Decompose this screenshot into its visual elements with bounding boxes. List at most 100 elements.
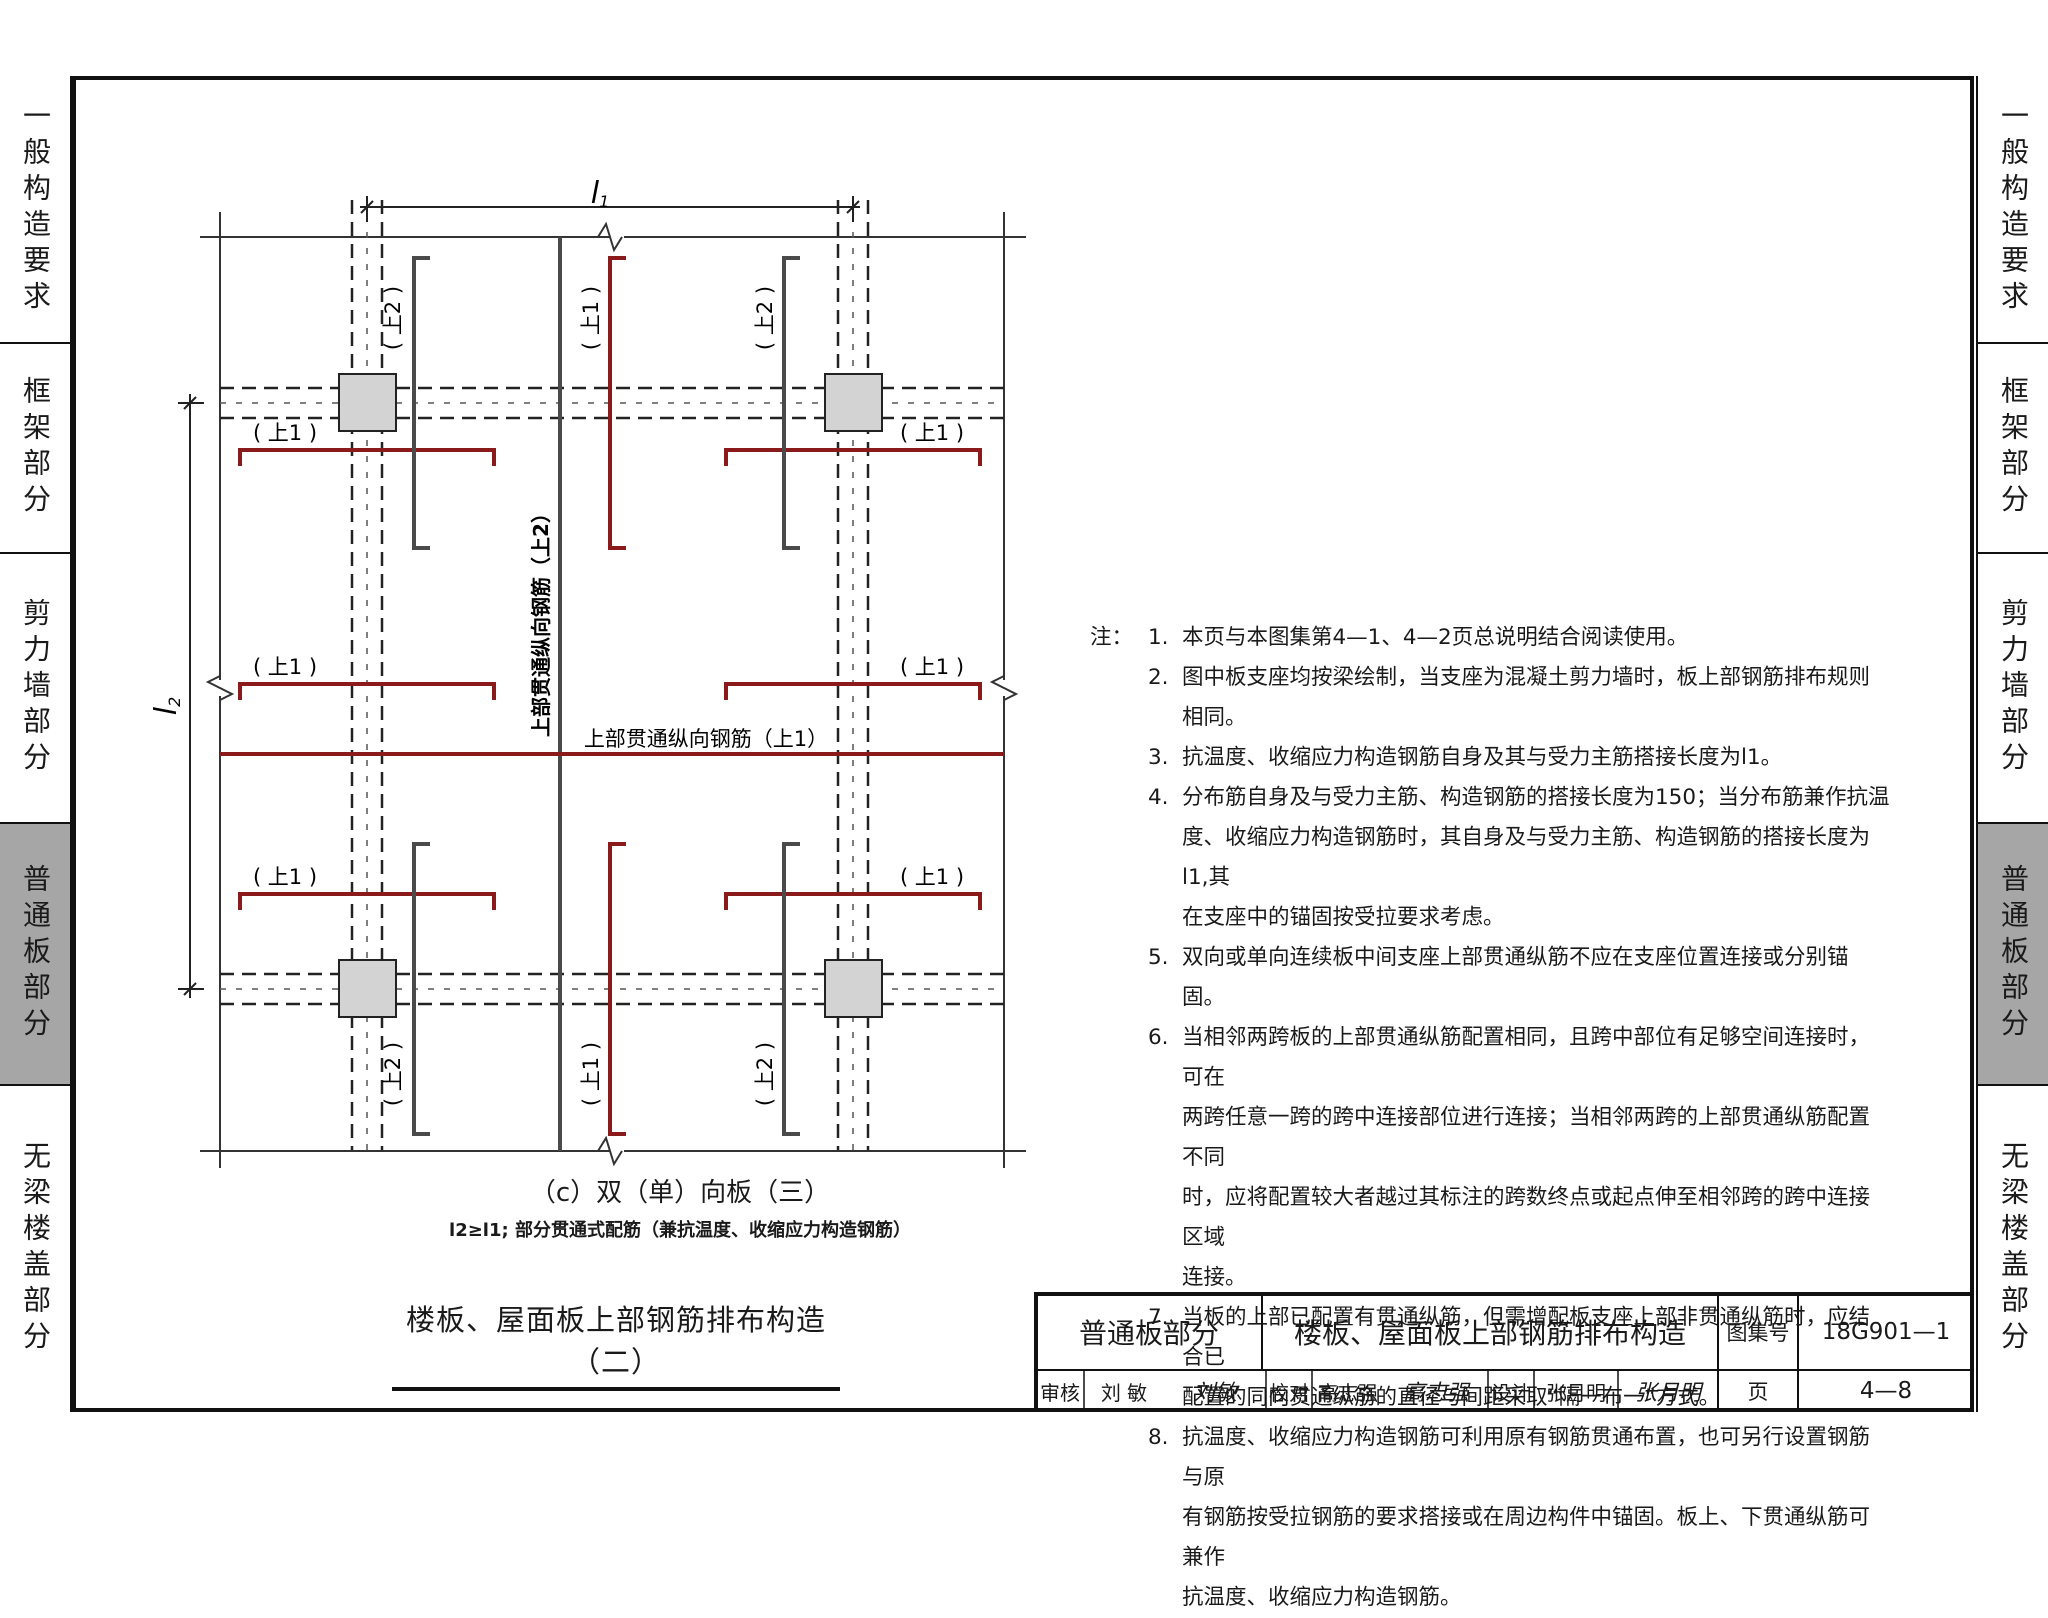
note-lead xyxy=(1090,938,1148,1018)
note-line: 5. 双向或单向连续板中间支座上部贯通纵筋不应在支座位置连接或分别锚固。 xyxy=(1090,938,1890,1018)
left-tab-flatslab[interactable]: 无梁楼盖部分 xyxy=(19,1141,52,1357)
note-lead xyxy=(1090,778,1148,818)
note-text: 连接。 xyxy=(1182,1265,1247,1290)
note-number xyxy=(1148,1578,1182,1618)
right-tab-shearwall[interactable]: 剪力墙部分 xyxy=(1978,554,2048,824)
figure-subcaption: l2≥l1; 部分贯通式配筋（兼抗温度、收缩应力构造钢筋） xyxy=(449,1220,911,1241)
note-line: 6. 当相邻两跨板的上部贯通纵筋配置相同，且跨中部位有足够空间连接时，可在 xyxy=(1090,1018,1890,1098)
note-text: 抗温度、收缩应力构造钢筋自身及其与受力主筋搭接长度为l1。 xyxy=(1182,745,1783,770)
note-line: 连接。 xyxy=(1090,1258,1890,1298)
tb-review-label: 审核 xyxy=(1040,1380,1080,1405)
note-lead xyxy=(1090,1178,1148,1258)
note-text: 抗温度、收缩应力构造钢筋。 xyxy=(1182,1585,1462,1610)
figure-caption: （c）双（单）向板（三） xyxy=(529,1178,831,1208)
svg-text:( 上1 ): ( 上1 ) xyxy=(253,421,317,445)
left-tab-frame[interactable]: 框架部分 xyxy=(0,344,70,554)
svg-text:( 上1 ): ( 上1 ) xyxy=(579,286,603,350)
note-number xyxy=(1148,1178,1182,1258)
tb-checker: 高志强 xyxy=(1318,1380,1378,1405)
svg-text:( 上2 ): ( 上2 ) xyxy=(381,286,405,350)
tb-designer: 张月明 xyxy=(1546,1380,1606,1405)
note-line: 抗温度、收缩应力构造钢筋。 xyxy=(1090,1578,1890,1618)
note-number xyxy=(1148,818,1182,898)
tb-atlas-label: 图集号 xyxy=(1726,1321,1790,1345)
dim-l1-label: l1 xyxy=(591,176,610,211)
right-tab-frame[interactable]: 框架部分 xyxy=(1978,344,2048,554)
svg-text:( 上1 ): ( 上1 ) xyxy=(900,421,964,445)
left-section-tabs: 一般构造要求 框架部分 剪力墙部分 普通板部分 无梁楼盖部分 xyxy=(0,76,72,1412)
notes-block: 注： 1. 本页与本图集第4—1、4—2页总说明结合阅读使用。 2.图中板支座均按梁绘… xyxy=(1090,618,1890,1618)
svg-text:( 上1 ): ( 上1 ) xyxy=(253,655,317,679)
slab-edges xyxy=(200,212,1026,1168)
note-lead: 注： xyxy=(1090,625,1134,650)
vertical-through-rebar-label: 上部贯通纵向钢筋（上2） xyxy=(529,503,553,737)
note-lead xyxy=(1090,1498,1148,1578)
note-text: 分布筋自身及与受力主筋、构造钢筋的搭接长度为150；当分布筋兼作抗温 xyxy=(1182,785,1890,810)
tb-reviewer-signature: 刘敏 xyxy=(1192,1381,1237,1406)
svg-text:( 上1 ): ( 上1 ) xyxy=(900,655,964,679)
dim-l2-label: l2 xyxy=(149,697,184,716)
rebar-layout-drawing: l1 l2 上部贯通纵向钢筋（上2） 上部贯通纵向钢筋（上1） ( 上1 ) (… xyxy=(149,176,1026,1168)
note-number xyxy=(1148,898,1182,938)
note-lead xyxy=(1090,1098,1148,1178)
note-text: 度、收缩应力构造钢筋时，其自身及与受力主筋、构造钢筋的搭接长度为l1,其 xyxy=(1182,825,1871,890)
note-number: 6. xyxy=(1148,1025,1169,1050)
note-line: 时，应将配置较大者越过其标注的跨数终点或起点伸至相邻跨的跨中连接区域 xyxy=(1090,1178,1890,1258)
left-tab-shearwall[interactable]: 剪力墙部分 xyxy=(0,554,70,824)
svg-text:( 上2 ): ( 上2 ) xyxy=(381,1042,405,1106)
note-number xyxy=(1148,1498,1182,1578)
note-text: 配置的同向贯通纵筋的直径与间距采取“隔一布一”方式。 xyxy=(1182,1385,1721,1410)
note-line: 4. 分布筋自身及与受力主筋、构造钢筋的搭接长度为150；当分布筋兼作抗温 xyxy=(1090,778,1890,818)
note-text: 抗温度、收缩应力构造钢筋可利用原有钢筋贯通布置，也可另行设置钢筋与原 xyxy=(1182,1425,1871,1490)
note-number: 1. xyxy=(1148,625,1169,650)
note-text: 在支座中的锚固按受拉要求考虑。 xyxy=(1182,905,1505,930)
note-line: 2.图中板支座均按梁绘制，当支座为混凝土剪力墙时，板上部钢筋排布规则相同。 xyxy=(1090,658,1890,738)
tb-atlas-number: 18G901—1 xyxy=(1821,1319,1951,1345)
note-line: 3. 抗温度、收缩应力构造钢筋自身及其与受力主筋搭接长度为l1。 xyxy=(1090,738,1890,778)
svg-text:( 上1 ): ( 上1 ) xyxy=(253,865,317,889)
title-block-grid xyxy=(1034,1292,1974,1412)
note-lead xyxy=(1090,738,1148,778)
page-title: 楼板、屋面板上部钢筋排布构造（二） xyxy=(392,1297,840,1391)
note-lead xyxy=(1090,658,1148,738)
columns xyxy=(338,373,883,1018)
right-tab-general[interactable]: 一般构造要求 xyxy=(1978,76,2048,344)
left-tab-general[interactable]: 一般构造要求 xyxy=(0,76,70,344)
note-text: 本页与本图集第4—1、4—2页总说明结合阅读使用。 xyxy=(1182,625,1689,650)
svg-text:( 上1 ): ( 上1 ) xyxy=(579,1042,603,1106)
note-number: 7. xyxy=(1148,1305,1169,1330)
notes-list: 注： 1. 本页与本图集第4—1、4—2页总说明结合阅读使用。 2.图中板支座均按梁绘… xyxy=(1090,618,1890,1618)
note-number: 4. xyxy=(1148,785,1169,810)
tb-drawing-title: 楼板、屋面板上部钢筋排布构造 xyxy=(1293,1317,1686,1350)
note-text: 当板的上部已配置有贯通纵筋，但需增配板支座上部非贯通纵筋时，应结合已 xyxy=(1182,1305,1871,1370)
tb-page-label: 页 xyxy=(1747,1380,1769,1404)
note-lead xyxy=(1090,1578,1148,1618)
right-tab-slab[interactable]: 普通板部分 xyxy=(1978,824,2048,1086)
svg-text:( 上2 ): ( 上2 ) xyxy=(753,286,777,350)
horizontal-through-rebar-label: 上部贯通纵向钢筋（上1） xyxy=(584,727,828,751)
rebar-marks: ( 上1 ) ( 上1 ) ( 上1 ) ( 上1 ) ( 上1 ) ( 上1 … xyxy=(253,286,964,1106)
support-rebars xyxy=(238,256,982,1136)
note-line: 有钢筋按受拉钢筋的要求搭接或在周边构件中锚固。板上、下贯通纵筋可兼作 xyxy=(1090,1498,1890,1578)
note-text: 时，应将配置较大者越过其标注的跨数终点或起点伸至相邻跨的跨中连接区域 xyxy=(1182,1185,1871,1250)
note-number: 8. xyxy=(1148,1425,1169,1450)
svg-text:( 上1 ): ( 上1 ) xyxy=(900,865,964,889)
left-tab-slab[interactable]: 普通板部分 xyxy=(0,824,70,1086)
note-text: 当相邻两跨板的上部贯通纵筋配置相同，且跨中部位有足够空间连接时，可在 xyxy=(1182,1025,1871,1090)
right-section-tabs: 一般构造要求 框架部分 剪力墙部分 普通板部分 无梁楼盖部分 xyxy=(1976,76,2048,1412)
title-block: 普通板部分 楼板、屋面板上部钢筋排布构造 图集号 18G901—1 审核 刘 敏… xyxy=(1034,1292,1974,1412)
right-tab-flatslab[interactable]: 无梁楼盖部分 xyxy=(1997,1141,2030,1357)
note-number: 3. xyxy=(1148,745,1169,770)
note-text: 有钢筋按受拉钢筋的要求搭接或在周边构件中锚固。板上、下贯通纵筋可兼作 xyxy=(1182,1505,1871,1570)
note-number xyxy=(1148,1098,1182,1178)
note-line: 注： 1. 本页与本图集第4—1、4—2页总说明结合阅读使用。 xyxy=(1090,618,1890,658)
tb-designer-signature: 张月明 xyxy=(1634,1381,1701,1406)
note-line: 度、收缩应力构造钢筋时，其自身及与受力主筋、构造钢筋的搭接长度为l1,其 xyxy=(1090,818,1890,898)
note-text: 双向或单向连续板中间支座上部贯通纵筋不应在支座位置连接或分别锚固。 xyxy=(1182,945,1849,1010)
tb-checker-signature: 高志强 xyxy=(1402,1381,1469,1406)
note-text: 图中板支座均按梁绘制，当支座为混凝土剪力墙时，板上部钢筋排布规则相同。 xyxy=(1182,665,1871,730)
tb-design-label: 设计 xyxy=(1491,1380,1531,1405)
tb-reviewer: 刘 敏 xyxy=(1100,1380,1148,1405)
tb-check-label: 校对 xyxy=(1269,1380,1309,1405)
note-number: 5. xyxy=(1148,945,1169,970)
